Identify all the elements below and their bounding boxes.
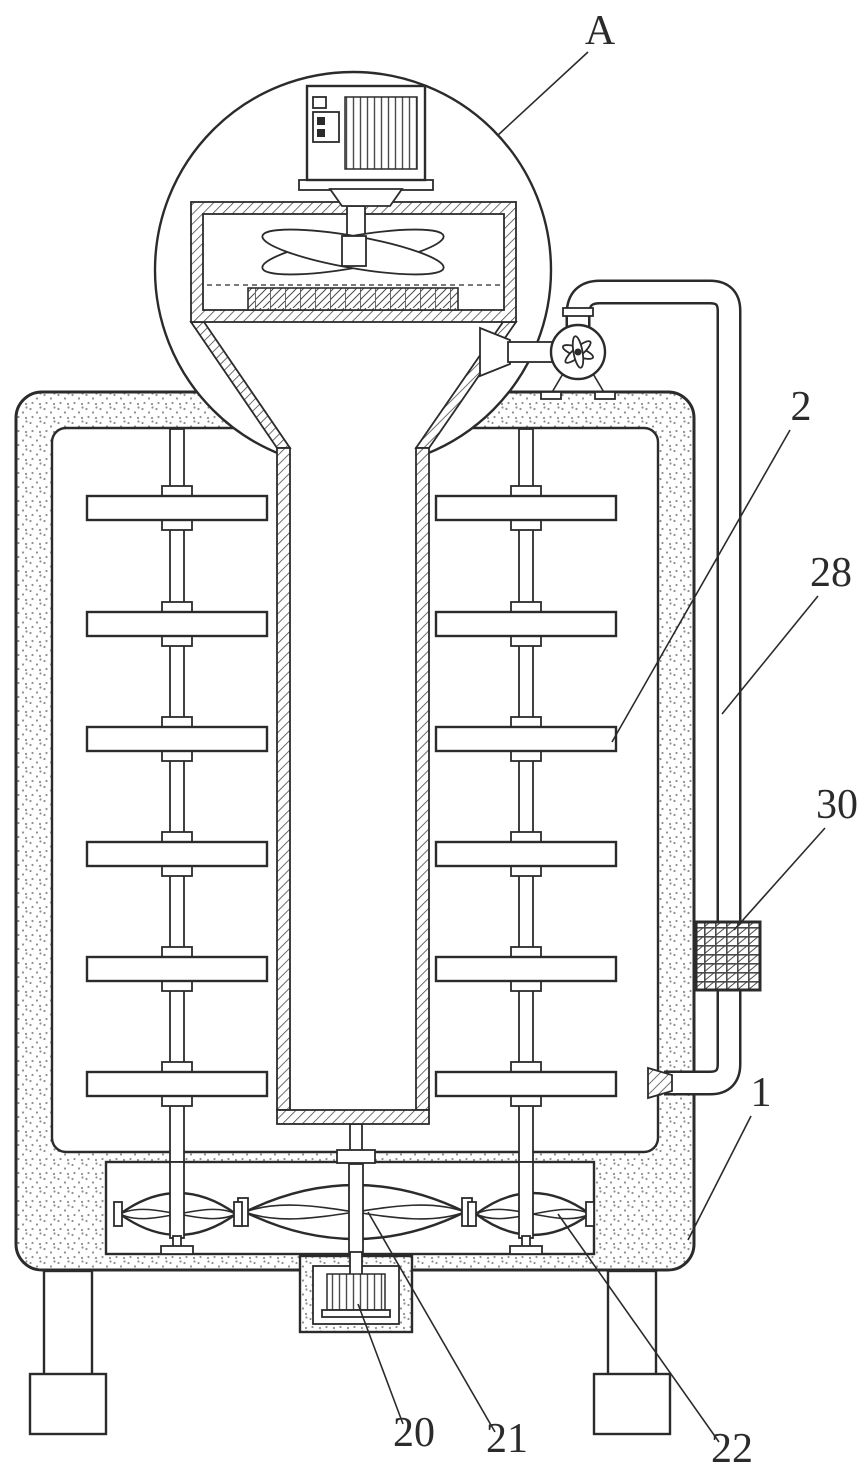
terminal-box (312, 111, 340, 143)
leader-line-28 (721, 595, 819, 715)
pump-rotor (561, 335, 595, 369)
reference-labels: A 2 28 30 1 20 21 22 (357, 8, 858, 1470)
pump (540, 323, 616, 400)
right-shaft-foot (509, 1245, 543, 1255)
fan-motor-fins (344, 96, 418, 170)
circulation-pipe (562, 279, 742, 1100)
leg-right-foot (592, 1372, 672, 1436)
pump-foot (540, 391, 562, 400)
leader-line-21 (367, 1211, 496, 1433)
leader-line-30 (733, 827, 826, 931)
leader-line-1 (687, 1115, 752, 1241)
fan-hub (341, 235, 367, 267)
impeller-tip-cap (585, 1201, 595, 1227)
right-shaft (518, 428, 534, 1163)
support-legs (28, 1269, 672, 1436)
motor-flange (328, 188, 404, 207)
terminal-port (317, 129, 325, 137)
fan-impeller (261, 205, 445, 276)
pump-hub (574, 348, 582, 356)
bottom-motor-base (321, 1309, 391, 1318)
pump-duct (507, 341, 555, 363)
motor-shaft-stub (349, 1251, 363, 1277)
leader-line-2 (611, 429, 791, 743)
leg-left (42, 1269, 94, 1379)
pipe-nozzle (647, 1066, 673, 1100)
tube-wall-right (415, 447, 430, 1111)
pipe-flange (562, 307, 594, 317)
leader-line-20 (357, 1303, 404, 1425)
bottom-motor-assembly (298, 1251, 414, 1334)
label-22: 22 (711, 1426, 753, 1470)
motor-cap (312, 96, 327, 109)
center-shaft-lower (348, 1163, 364, 1255)
impeller-tip-cap (113, 1201, 123, 1227)
tube-bottom-cap (276, 1109, 430, 1125)
fan-motor (298, 84, 434, 207)
pipe-bore (568, 282, 739, 1093)
leg-left-foot (28, 1372, 108, 1436)
tube-wall-left (276, 447, 291, 1111)
funnel-interior (204, 322, 503, 448)
impeller-tip-cap (233, 1201, 243, 1227)
pump-leg (550, 371, 565, 395)
left-shaft-foot (160, 1245, 194, 1255)
leg-right (606, 1269, 658, 1379)
label-21: 21 (486, 1416, 528, 1462)
leader-line-a (496, 51, 589, 137)
center-shaft-coupler (336, 1149, 376, 1164)
label-30: 30 (816, 782, 858, 828)
label-20: 20 (393, 1410, 435, 1456)
impeller-tip-cap (467, 1201, 477, 1227)
pump-foot (594, 391, 616, 400)
label-1: 1 (751, 1070, 772, 1116)
right-shaft-lower (518, 1161, 534, 1239)
label-a: A (585, 8, 616, 54)
grate (247, 287, 459, 311)
tube-interior (290, 448, 416, 1110)
label-28: 28 (810, 550, 852, 596)
leader-line-22 (557, 1213, 720, 1443)
pump-duct-flare (479, 326, 511, 378)
detail-view (153, 70, 555, 1125)
impellers (113, 1123, 595, 1255)
bottom-motor (326, 1273, 386, 1311)
left-shaft (169, 428, 185, 1163)
label-2: 2 (791, 384, 812, 430)
left-shaft-lower (169, 1161, 185, 1239)
filter-box (694, 920, 762, 992)
terminal-port (317, 117, 325, 125)
pump-leg (591, 371, 606, 395)
